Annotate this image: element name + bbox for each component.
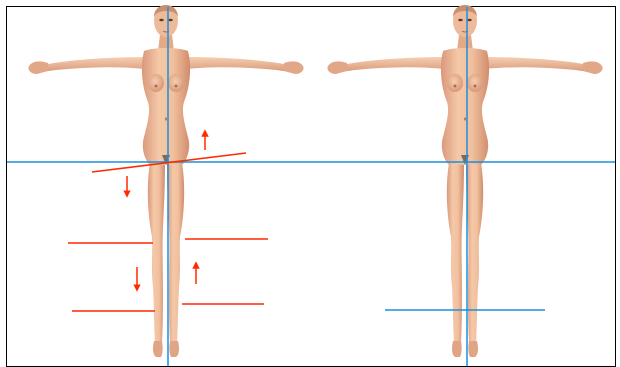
diagram-canvas [0, 0, 620, 367]
posture-comparison-diagram [0, 0, 620, 367]
